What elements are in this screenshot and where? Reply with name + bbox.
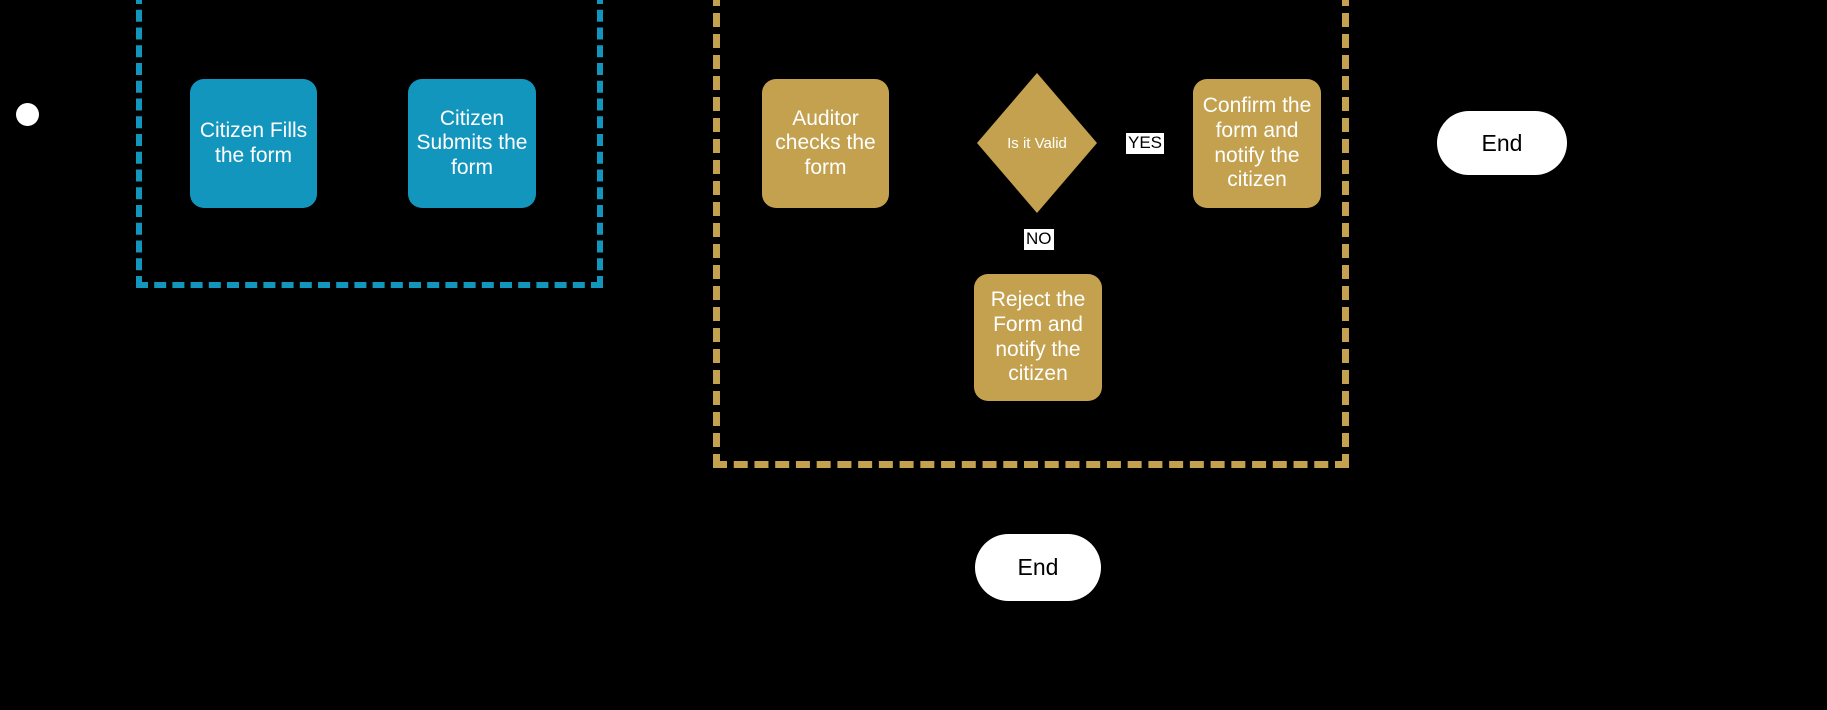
start-node-icon[interactable] <box>16 103 39 126</box>
edge-label-yes: YES <box>1126 133 1165 154</box>
node-confirm-the-form-and-notify-the-citizen[interactable]: Confirm the form and notify the citizen <box>1193 79 1321 208</box>
citizen-lane <box>136 0 603 288</box>
auditor-lane <box>713 0 1349 468</box>
node-reject-the-form-and-notify-the-citizen[interactable]: Reject the Form and notify the citizen <box>974 274 1102 401</box>
edge-label-no: NO <box>1024 229 1054 250</box>
node-is-it-valid-decision[interactable]: Is it Valid <box>977 73 1097 213</box>
node-citizen-fills-the-form[interactable]: Citizen Fills the form <box>190 79 317 208</box>
node-citizen-submits-the-form[interactable]: Citizen Submits the form <box>408 79 536 208</box>
node-auditor-checks-the-form[interactable]: Auditor checks the form <box>762 79 889 208</box>
node-end-bottom[interactable]: End <box>975 534 1101 601</box>
node-end-right[interactable]: End <box>1437 111 1567 175</box>
node-is-it-valid-label: Is it Valid <box>1007 134 1067 152</box>
